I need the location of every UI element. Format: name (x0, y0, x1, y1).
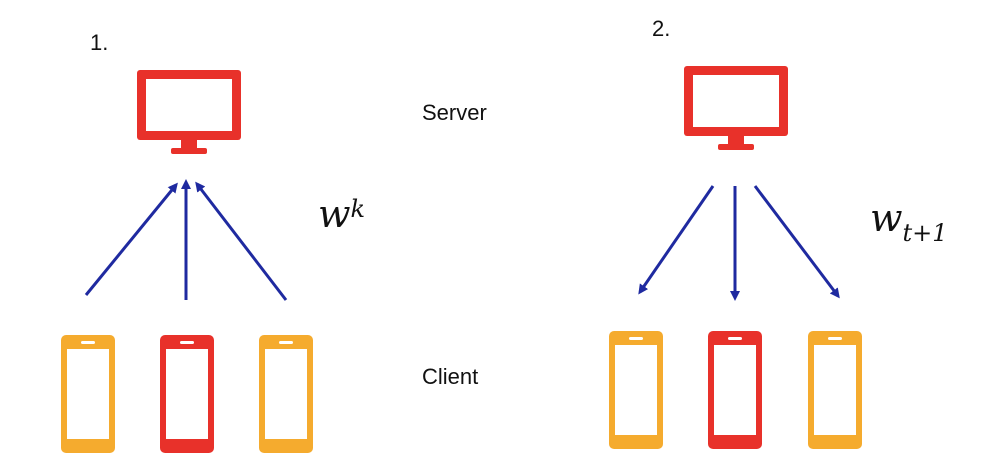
server-label: Server (422, 100, 487, 125)
download-arrow-left (638, 185, 715, 295)
upload-arrow-left (84, 182, 178, 296)
panel-1-number: 1. (90, 30, 109, 55)
client-phone-icon (808, 331, 862, 449)
panel-2-number: 2. (652, 16, 671, 41)
download-arrow-right (753, 185, 840, 299)
client-label: Client (422, 364, 479, 389)
download-weight-label: wt+1 (870, 196, 948, 248)
client-phone-icon (259, 335, 313, 453)
client-phone-icon (160, 335, 214, 453)
client-phone-icon (609, 331, 663, 449)
upload-arrow-right (195, 181, 288, 301)
server-monitor-icon (684, 66, 788, 150)
upload-weight-label: wk (318, 192, 366, 236)
server-monitor-icon (137, 70, 241, 154)
client-phone-icon (708, 331, 762, 449)
client-phone-icon (61, 335, 115, 453)
